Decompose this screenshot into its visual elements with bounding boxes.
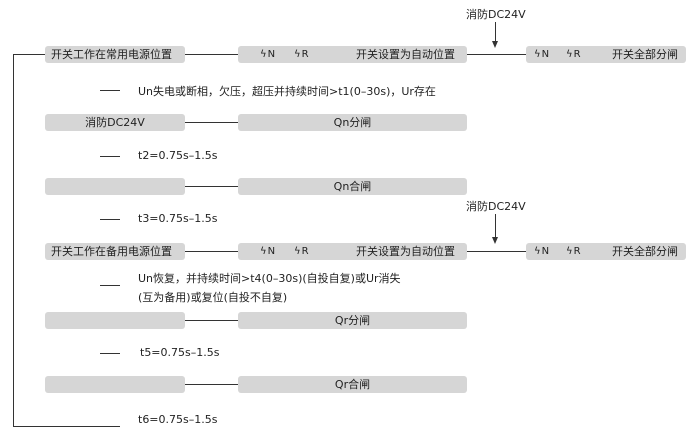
switch-n-normal-2: ϟN bbox=[534, 49, 550, 60]
auto-position-label-backup: 开关设置为自动位置 bbox=[356, 245, 455, 258]
empty-box-qn-close bbox=[45, 178, 185, 195]
state-backup-box: 开关工作在备用电源位置 bbox=[45, 243, 185, 260]
all-open-label-backup: 开关全部分闸 bbox=[612, 245, 678, 258]
switch-r-normal: ϟR bbox=[294, 49, 309, 60]
tick-t2 bbox=[100, 156, 120, 157]
fire-arrow-head-2 bbox=[492, 237, 498, 244]
switch-r-normal-2: ϟR bbox=[566, 49, 581, 60]
bolt-icon: ϟ bbox=[260, 246, 267, 257]
tick-t5 bbox=[100, 353, 120, 354]
t3-label: t3=0.75s–1.5s bbox=[138, 212, 218, 225]
bolt-icon: ϟ bbox=[566, 246, 573, 257]
bolt-icon: ϟ bbox=[260, 49, 267, 60]
bolt-icon: ϟ bbox=[534, 49, 541, 60]
connector-fire-qn bbox=[185, 122, 238, 123]
t2-label: t2=0.75s–1.5s bbox=[138, 149, 218, 162]
condition-backup-text-2: (互为备用)或复位(自投不自复) bbox=[138, 291, 288, 304]
loop-line-bottom bbox=[13, 426, 120, 427]
all-open-label-normal: 开关全部分闸 bbox=[612, 48, 678, 61]
qr-open-box: Qr分闸 bbox=[238, 312, 467, 329]
fire-signal-label-2: 消防DC24V bbox=[466, 200, 526, 213]
connector-normal-2 bbox=[467, 54, 526, 55]
condition-backup-text-1: Un恢复，并持续时间>t4(0–30s)(自投自复)或Ur消失 bbox=[138, 272, 401, 285]
fire-signal-box: 消防DC24V bbox=[45, 114, 185, 131]
all-open-box-normal: ϟN ϟR 开关全部分闸 bbox=[526, 46, 686, 63]
bolt-icon: ϟ bbox=[294, 246, 301, 257]
fire-signal-label-1: 消防DC24V bbox=[466, 8, 526, 21]
switch-n-backup: ϟN bbox=[260, 246, 276, 257]
loop-line-top bbox=[13, 54, 45, 55]
all-open-box-backup: ϟN ϟR 开关全部分闸 bbox=[526, 243, 686, 260]
connector-qr-open bbox=[185, 320, 238, 321]
switch-r-backup-2: ϟR bbox=[566, 246, 581, 257]
auto-position-box-normal: ϟN ϟR 开关设置为自动位置 bbox=[238, 46, 467, 63]
qn-close-box: Qn合闸 bbox=[238, 178, 467, 195]
connector-normal-1 bbox=[185, 54, 238, 55]
loop-line-vertical bbox=[13, 54, 14, 426]
bolt-icon: ϟ bbox=[534, 246, 541, 257]
qr-close-box: Qr合闸 bbox=[238, 376, 467, 393]
fire-arrow-line-1 bbox=[495, 22, 496, 42]
switch-n-normal: ϟN bbox=[260, 49, 276, 60]
connector-qr-close bbox=[185, 384, 238, 385]
tick-condition-backup bbox=[100, 285, 120, 286]
tick-t3 bbox=[100, 219, 120, 220]
connector-backup-1 bbox=[185, 251, 238, 252]
qn-open-box: Qn分闸 bbox=[238, 114, 467, 131]
switch-n-backup-2: ϟN bbox=[534, 246, 550, 257]
state-normal-box: 开关工作在常用电源位置 bbox=[45, 46, 185, 63]
tick-condition-normal bbox=[100, 90, 120, 91]
bolt-icon: ϟ bbox=[566, 49, 573, 60]
empty-box-qr-open bbox=[45, 312, 185, 329]
condition-normal-text: Un失电或断相，欠压，超压并持续时间>t1(0–30s)，Ur存在 bbox=[138, 85, 436, 98]
empty-box-qr-close bbox=[45, 376, 185, 393]
fire-arrow-head-1 bbox=[492, 41, 498, 48]
auto-position-label-normal: 开关设置为自动位置 bbox=[356, 48, 455, 61]
fire-arrow-line-2 bbox=[495, 214, 496, 238]
auto-position-box-backup: ϟN ϟR 开关设置为自动位置 bbox=[238, 243, 467, 260]
connector-qn-close bbox=[185, 186, 238, 187]
switch-r-backup: ϟR bbox=[294, 246, 309, 257]
connector-backup-2 bbox=[467, 251, 526, 252]
t6-label: t6=0.75s–1.5s bbox=[138, 413, 218, 426]
bolt-icon: ϟ bbox=[294, 49, 301, 60]
t5-label: t5=0.75s–1.5s bbox=[140, 346, 220, 359]
